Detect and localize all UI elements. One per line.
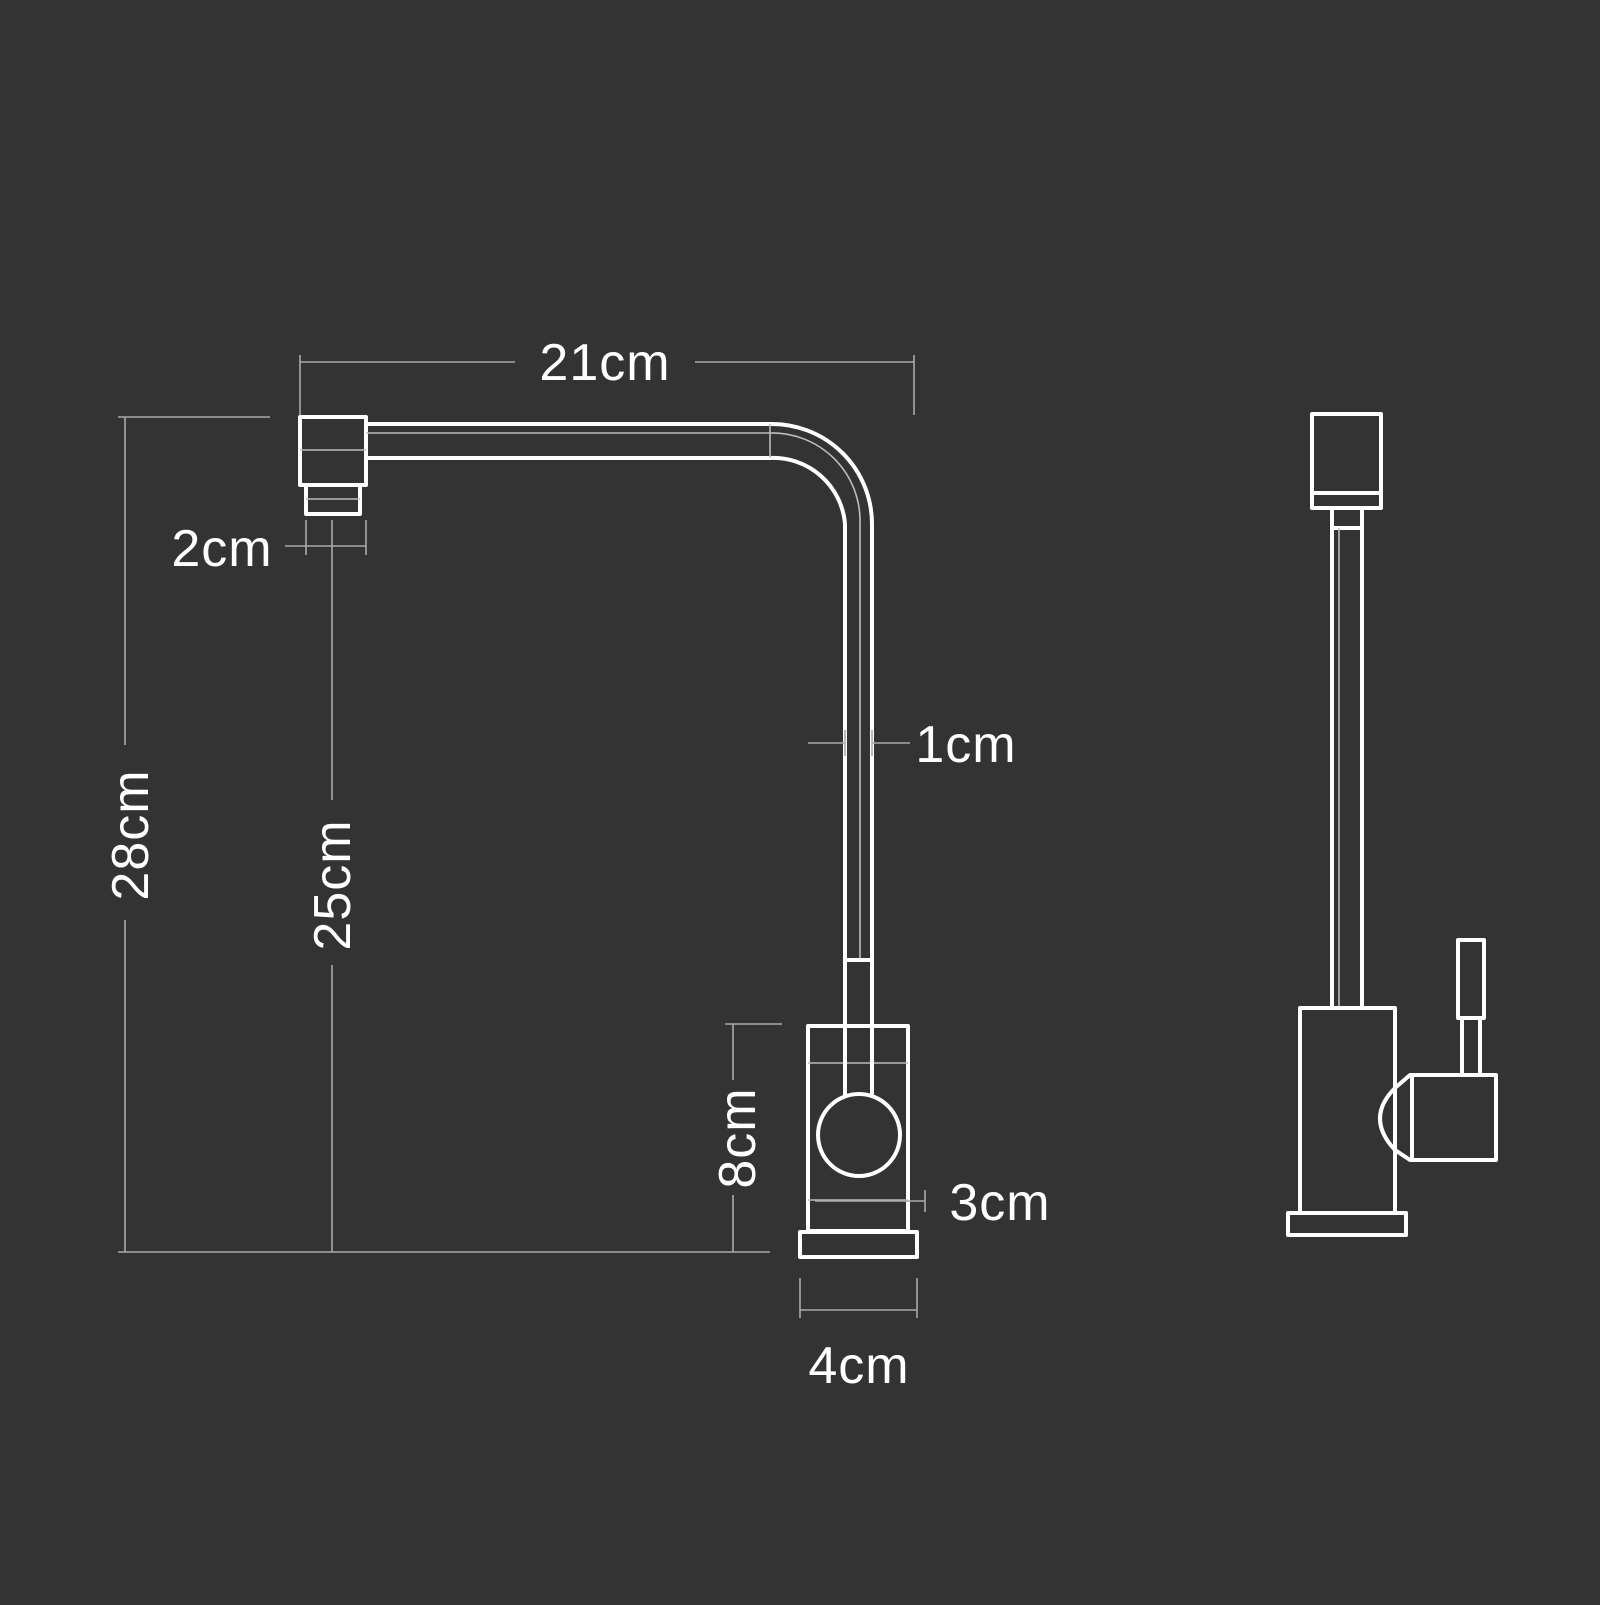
dim-spout-height: 25cm [304,520,362,1252]
side-base [1286,1211,1408,1237]
spout-tube [366,421,874,962]
spout-tube-highlight [366,432,861,960]
dim-total-height: 28cm [102,416,770,1253]
label-base-width: 4cm [808,1337,909,1395]
label-body-inner-width: 3cm [949,1174,1050,1232]
aerator-head [298,415,368,487]
label-total-height: 28cm [102,769,160,900]
side-aerator-tip [1310,491,1383,510]
handle-knob [816,1092,902,1178]
handle-stem [843,1040,874,1095]
label-tube-diameter: 1cm [915,716,1016,774]
side-view-faucet [1286,412,1498,1237]
side-aerator-head [1310,412,1383,495]
dim-base-width: 4cm [799,1278,918,1395]
faucet-base [798,1230,919,1259]
label-spout-height: 25cm [304,819,362,950]
dim-body-height: 8cm [709,1023,782,1252]
dim-aerator-width: 2cm [171,520,367,578]
dim-body-inner-width: 3cm [815,1174,1050,1232]
label-spout-reach: 21cm [539,334,670,392]
side-handle-lever [1456,938,1486,1020]
side-tube-collar [1330,506,1364,530]
dim-spout-reach: 21cm [299,334,915,415]
front-view-faucet [298,415,919,1259]
dim-tube-diameter: 1cm [808,716,1016,774]
label-body-height: 8cm [709,1087,767,1188]
side-handle-lever-stem [1460,1016,1482,1077]
label-aerator-width: 2cm [171,520,272,578]
side-handle-hub [1378,1073,1498,1162]
